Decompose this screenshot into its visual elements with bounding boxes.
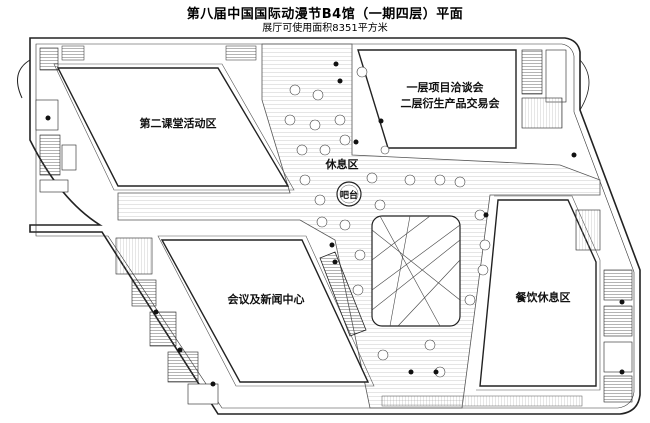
page-title: 第八届中国国际动漫节B4馆（一期四层）平面 [186,7,464,22]
central-escalator [319,251,367,337]
label-bar: 吧台 [340,189,358,201]
label-project-trade-1: 一层项目洽谈会 [407,80,485,94]
label-conference-center: 会议及新闻中心 [228,292,305,306]
right-service-core [571,152,633,403]
label-rest-area: 休息区 [325,157,359,171]
left-service-core [35,47,77,193]
bottom-service-strip [381,395,583,407]
label-second-classroom: 第二课堂活动区 [140,116,217,130]
label-project-trade-2: 二层衍生产品交易会 [401,96,501,110]
structural-columns [329,61,489,375]
bar-counter [336,181,362,207]
corridor-floor [117,43,601,409]
page-subtitle: 展厅可使用面积8351平方米 [262,23,388,34]
central-atrium [371,215,461,327]
rest-area-tables [284,66,491,378]
hall-second-classroom [56,67,290,187]
hall-project-trade [357,49,517,149]
label-dining-rest: 餐饮休息区 [515,290,571,304]
top-service-strip [61,45,567,129]
hall-dining-rest [479,199,597,387]
hall-conference-center [160,239,370,383]
lower-left-service-core [115,237,219,405]
